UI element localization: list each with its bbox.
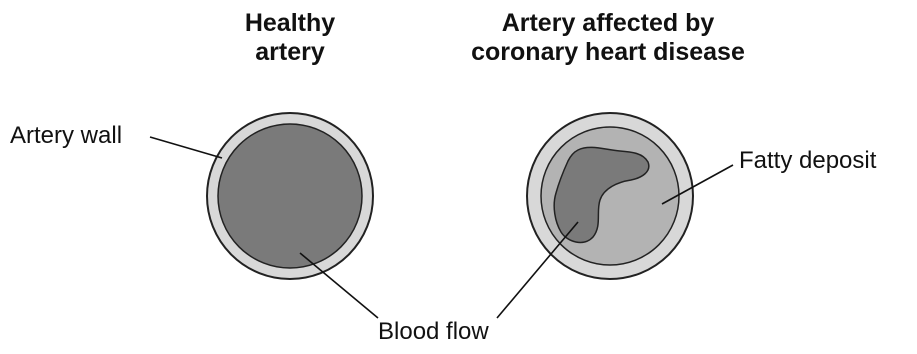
healthy-artery-lumen — [218, 124, 362, 268]
healthy-artery — [207, 113, 373, 279]
artery-wall-leader-line — [150, 137, 222, 158]
fatty-deposit-label: Fatty deposit — [739, 147, 876, 175]
artery-wall-label: Artery wall — [10, 122, 122, 150]
blood-flow-label: Blood flow — [378, 318, 489, 346]
